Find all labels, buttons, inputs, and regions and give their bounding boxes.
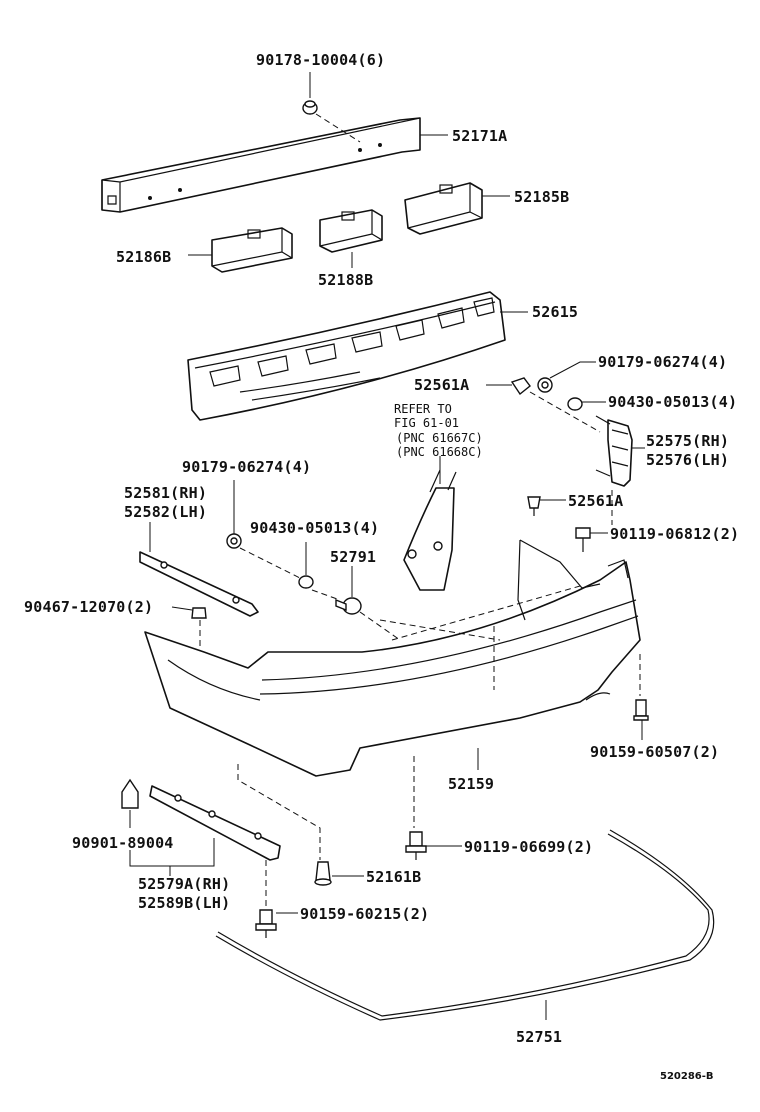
label-52576-lh: 52576(LH) bbox=[646, 451, 729, 469]
label-52171A: 52171A bbox=[452, 127, 507, 145]
label-90119-06812: 90119-06812(2) bbox=[610, 525, 739, 543]
label-90159-60507: 90159-60507(2) bbox=[590, 743, 719, 761]
nut-90179-left-icon bbox=[226, 533, 242, 549]
label-refer-pnc1: (PNC 61667C) bbox=[396, 431, 483, 445]
clip-90467-icon bbox=[191, 607, 207, 619]
energy-absorber bbox=[187, 291, 506, 421]
washer-90430-left-icon bbox=[298, 575, 314, 589]
screw-90159-lower-icon bbox=[255, 909, 277, 938]
absorber-52185B bbox=[404, 182, 483, 235]
label-52186B: 52186B bbox=[116, 248, 171, 266]
label-52581-rh: 52581(RH) bbox=[124, 484, 207, 502]
bumper-reinforcement bbox=[101, 117, 421, 213]
label-52751: 52751 bbox=[516, 1028, 562, 1046]
label-90430-05013-left: 90430-05013(4) bbox=[250, 519, 379, 537]
label-90119-06699: 90119-06699(2) bbox=[464, 838, 593, 856]
label-90178-10004: 90178-10004(6) bbox=[256, 51, 385, 69]
label-refer-pnc2: (PNC 61668C) bbox=[396, 445, 483, 459]
bolt-90119-upper-icon bbox=[575, 527, 591, 552]
label-52589B-lh: 52589B(LH) bbox=[138, 894, 230, 912]
retainer-52581 bbox=[139, 551, 259, 617]
bolt-90178-icon bbox=[302, 100, 318, 115]
absorber-52186B bbox=[211, 227, 293, 273]
screw-90159-right-icon bbox=[633, 699, 649, 721]
washer-90430-top-icon bbox=[567, 397, 583, 411]
label-90179-06274-top: 90179-06274(4) bbox=[598, 353, 727, 371]
label-52185B: 52185B bbox=[514, 188, 569, 206]
label-52561A-mid: 52561A bbox=[568, 492, 623, 510]
label-90430-05013-top: 90430-05013(4) bbox=[608, 393, 737, 411]
clip-52161B-icon bbox=[314, 861, 332, 886]
figure-code: 520286-B bbox=[660, 1071, 714, 1082]
label-refer-to: REFER TO bbox=[394, 402, 452, 416]
nut-90179-top-icon bbox=[537, 377, 553, 393]
label-52579A-rh: 52579A(RH) bbox=[138, 875, 230, 893]
bolt-90119-lower-icon bbox=[405, 831, 427, 860]
label-refer-fig: FIG 61-01 bbox=[394, 416, 459, 430]
label-90159-60215: 90159-60215(2) bbox=[300, 905, 429, 923]
label-90179-06274-left: 90179-06274(4) bbox=[182, 458, 311, 476]
label-52159: 52159 bbox=[448, 775, 494, 793]
pin-52791-icon bbox=[335, 597, 362, 615]
label-52561A-top: 52561A bbox=[414, 376, 469, 394]
bumper-cover bbox=[144, 539, 641, 777]
clip-90901-icon bbox=[121, 778, 139, 809]
absorber-52188B bbox=[319, 209, 383, 253]
label-52188B: 52188B bbox=[318, 271, 373, 289]
label-52791: 52791 bbox=[330, 548, 376, 566]
retainer-52579A bbox=[149, 785, 281, 861]
label-52161B: 52161B bbox=[366, 868, 421, 886]
label-52575-rh: 52575(RH) bbox=[646, 432, 729, 450]
clip-52561A-mid-icon bbox=[527, 496, 541, 516]
label-52582-lh: 52582(LH) bbox=[124, 503, 207, 521]
retainer-bracket-52575 bbox=[595, 415, 633, 487]
fender-liner-reference bbox=[403, 469, 457, 591]
label-90901-89004: 90901-89004 bbox=[72, 834, 174, 852]
label-52615: 52615 bbox=[532, 303, 578, 321]
bumper-molding-strip bbox=[215, 829, 715, 1021]
label-90467-12070: 90467-12070(2) bbox=[24, 598, 153, 616]
clip-52561A-top-icon bbox=[510, 377, 531, 396]
